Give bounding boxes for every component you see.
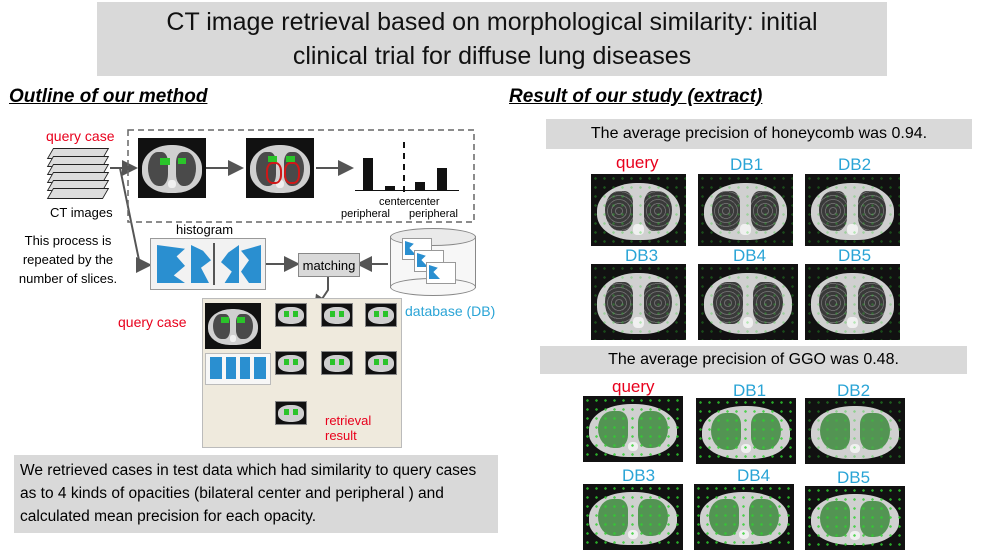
summary-box: We retrieved cases in test data which ha… xyxy=(14,455,498,533)
chart-label-peripheral-2: peripheral xyxy=(409,208,458,220)
honeycomb-db1-label: DB1 xyxy=(730,155,764,174)
method-heading: Outline of our method xyxy=(9,86,208,107)
ggo-query-image xyxy=(583,396,683,462)
honeycomb-db4-image xyxy=(698,264,798,340)
chart-label-center-1: center xyxy=(379,196,410,208)
ct-image-raw xyxy=(138,138,206,198)
result-thumb xyxy=(365,351,397,375)
retrieval-result-panel: retrieval result xyxy=(202,298,402,448)
ct-images-label: CT images xyxy=(50,205,113,220)
honeycomb-db4-label: DB4 xyxy=(733,246,767,265)
result-heading: Result of our study (extract) xyxy=(509,86,763,107)
summary-text: We retrieved cases in test data which ha… xyxy=(20,462,477,525)
ggo-db4-image xyxy=(694,484,794,550)
chart-label-center-2: center xyxy=(409,196,440,208)
page-title: CT image retrieval based on morphologica… xyxy=(166,8,818,70)
result-thumb xyxy=(275,401,307,425)
result-thumb xyxy=(365,303,397,327)
ggo-db2-label: DB2 xyxy=(837,381,871,400)
honeycomb-query-label: query xyxy=(616,153,659,172)
bar-center-1 xyxy=(363,158,373,190)
result-thumb xyxy=(275,351,307,375)
ggo-db1-image xyxy=(696,398,796,464)
database-label: database (DB) xyxy=(405,303,496,319)
honeycomb-db1-image xyxy=(698,174,793,246)
honeycomb-db3-image xyxy=(591,264,686,340)
histogram-panel xyxy=(150,238,266,290)
honeycomb-db5-label: DB5 xyxy=(838,246,872,265)
ggo-db1-label: DB1 xyxy=(733,381,767,400)
title-banner: CT image retrieval based on morphologica… xyxy=(97,2,887,76)
honeycomb-db2-image xyxy=(805,174,900,246)
ct-image-segmented xyxy=(246,138,314,198)
database-cylinder xyxy=(390,228,476,296)
process-text: This process is repeated by the number o… xyxy=(18,233,118,286)
result-thumb xyxy=(321,351,353,375)
ggo-query-label: query xyxy=(612,377,655,396)
retrieval-result-label: retrieval result xyxy=(325,413,372,443)
ggo-db3-image xyxy=(583,484,683,550)
honeycomb-caption: The average precision of honeycomb was 0… xyxy=(546,119,972,149)
ggo-caption: The average precision of GGO was 0.48. xyxy=(540,346,967,374)
query-histogram-thumb xyxy=(205,353,271,385)
result-thumb xyxy=(321,303,353,327)
result-thumb xyxy=(275,303,307,327)
honeycomb-db5-image xyxy=(805,264,900,340)
query-case-label-bottom: query case xyxy=(118,314,187,330)
ggo-db4-label: DB4 xyxy=(737,466,771,485)
honeycomb-db2-label: DB2 xyxy=(838,155,872,174)
ggo-db2-image xyxy=(805,398,905,464)
query-ct-thumb xyxy=(205,303,261,349)
matching-box: matching xyxy=(298,253,360,277)
ggo-db5-label: DB5 xyxy=(837,468,871,487)
histogram-label: histogram xyxy=(176,222,234,237)
bar-peripheral-2 xyxy=(437,168,447,190)
honeycomb-db3-label: DB3 xyxy=(625,246,659,265)
bar-peripheral-1 xyxy=(385,186,395,190)
ggo-db3-label: DB3 xyxy=(622,466,656,485)
chart-label-peripheral-1: peripheral xyxy=(341,208,390,220)
ggo-db5-image xyxy=(805,486,905,550)
bar-center-2 xyxy=(415,182,425,190)
honeycomb-query-image xyxy=(591,174,686,246)
query-case-label-top: query case xyxy=(46,128,115,144)
center-peripheral-chart: center center peripheral peripheral xyxy=(341,142,467,220)
